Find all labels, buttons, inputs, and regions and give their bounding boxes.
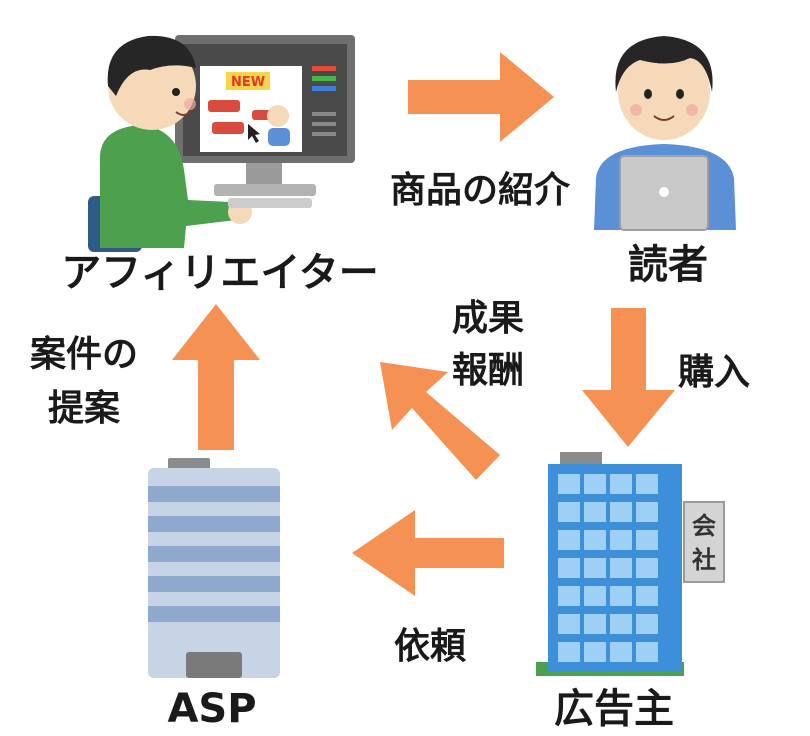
product-thumb-icon (208, 100, 240, 112)
company-sign-char-1: 会 (692, 512, 716, 540)
keyboard (228, 198, 312, 208)
flow-label-purchase: 購入 (678, 352, 750, 393)
reader-mouth (653, 115, 675, 121)
reader-eye (676, 89, 684, 99)
ui-bar-icon (312, 132, 336, 136)
advertiser-building: 会 社 (536, 452, 725, 676)
arrow-advertiser-to-affiliator-reward (380, 362, 500, 480)
new-badge-text: NEW (231, 75, 265, 90)
building-windows (558, 474, 658, 662)
arrow-reader-to-advertiser (582, 308, 675, 447)
asp-stripes (148, 486, 280, 622)
labels: アフィリエイター 読者 広告主 ASP 商品の紹介 購入 成果 報酬 依頼 案件… (30, 170, 750, 732)
ui-bar-icon (312, 66, 336, 71)
affiliator-illustration: NEW (88, 35, 355, 252)
company-sign (683, 501, 725, 583)
flow-label-proposal-line2: 提案 (48, 388, 121, 429)
monitor-stand (246, 163, 282, 185)
node-label-asp: ASP (167, 686, 256, 732)
building-roof (560, 452, 602, 466)
cursor-icon (248, 124, 260, 143)
flow-label-product-intro: 商品の紹介 (390, 170, 571, 211)
mini-person-icon (267, 105, 289, 127)
monitor-base (214, 184, 316, 196)
arrow-affiliator-to-reader (408, 52, 554, 142)
asp-roof (168, 458, 210, 470)
flow-label-proposal-line1: 案件の (30, 334, 138, 375)
mini-person-body (268, 128, 290, 146)
flow-label-request: 依頼 (394, 626, 467, 667)
laptop-logo-icon (659, 187, 669, 197)
ui-bar-icon (312, 86, 336, 91)
ui-bar-icon (312, 122, 336, 126)
reader-illustration (594, 36, 736, 231)
affiliator-body (100, 125, 238, 248)
new-badge-icon (226, 72, 270, 90)
arrow-asp-to-affiliator (172, 304, 260, 450)
affiliator-eye (172, 88, 180, 96)
ui-bar-icon (312, 76, 336, 81)
affiliator-mouth (175, 111, 191, 116)
arrows (172, 52, 675, 596)
reader-hair (615, 36, 713, 92)
ui-bar-icon (312, 112, 336, 116)
node-label-affiliator: アフィリエイター (61, 250, 379, 296)
node-label-reader: 読者 (628, 242, 708, 288)
company-sign-char-2: 社 (692, 546, 716, 574)
arrow-advertiser-to-asp (352, 510, 504, 596)
reader-cheek (630, 104, 642, 116)
reader-face (618, 44, 710, 140)
asp-building (148, 458, 280, 678)
affiliator-cheek (184, 98, 196, 110)
reader-eye (644, 89, 652, 99)
flow-label-reward-line1: 成果 (452, 298, 524, 339)
asp-door (186, 652, 242, 678)
affiliator-hair (107, 35, 196, 96)
reader-cheek (686, 104, 698, 116)
flow-label-reward-line2: 報酬 (452, 350, 524, 391)
node-label-advertiser: 広告主 (554, 686, 674, 732)
product-thumb-icon (212, 122, 244, 134)
